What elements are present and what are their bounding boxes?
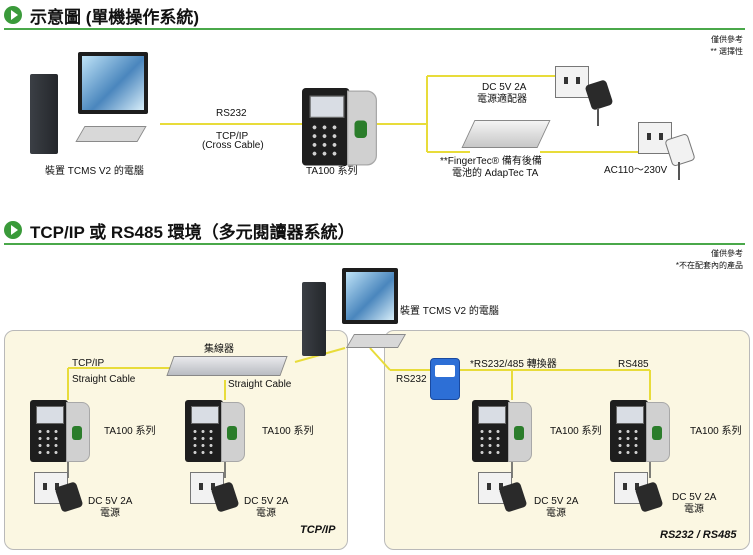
dc-label-line1: DC 5V 2A: [482, 82, 527, 93]
section2-rule: [4, 243, 745, 245]
adaptec-label-line1: **FingerTec® 備有後備: [440, 156, 542, 167]
power-label-3-line2: 電源: [546, 508, 566, 519]
power-label-1-line1: DC 5V 2A: [88, 496, 133, 507]
power-label-3-line1: DC 5V 2A: [534, 496, 579, 507]
pc-caption-top: 裝置 TCMS V2 的電腦: [45, 166, 144, 177]
plug-cable: [597, 108, 599, 126]
power-label-2-line1: DC 5V 2A: [244, 496, 289, 507]
power-label-1-line2: 電源: [100, 508, 120, 519]
section1-heading: 示意圖 (單機操作系統): [4, 3, 199, 27]
keyboard-icon: [345, 334, 407, 348]
terminal-top: [302, 88, 377, 166]
ac-voltage-label: AC110～230V: [604, 165, 668, 176]
tcpip-label-left: TCP/IP: [72, 358, 105, 369]
monitor-icon: [342, 268, 398, 324]
arrow-bullet-icon: [4, 221, 22, 239]
power-label-2-line2: 電源: [256, 508, 276, 519]
pc-top: [30, 52, 150, 157]
cross-cable-label: (Cross Cable): [202, 140, 264, 151]
converter-label: *RS232/485 轉換器: [470, 359, 557, 370]
section1-note-line1: 僅供參考: [711, 35, 743, 44]
section2-title: TCP/IP 或 RS485 環境（多元閱讀器系統）: [30, 222, 355, 242]
ta100-label-4: TA100 系列: [690, 426, 742, 437]
monitor-icon: [78, 52, 148, 114]
outlet-icon: [555, 66, 589, 98]
section2-note-line2: *不在配套內的產品: [675, 261, 743, 270]
dc-label-line2: 電源適配器: [477, 94, 527, 105]
ta100-label-3: TA100 系列: [550, 426, 602, 437]
rs485-label: RS485: [618, 359, 649, 370]
ta100-label-2: TA100 系列: [262, 426, 314, 437]
power-label-4-line2: 電源: [684, 504, 704, 515]
converter-icon: [430, 358, 460, 400]
tcpip-label-top: TCP/IP: [216, 131, 249, 142]
terminal-2: [185, 400, 245, 462]
section2-note: 僅供參考 *不在配套內的產品: [676, 248, 743, 272]
power-label-4-line1: DC 5V 2A: [672, 492, 717, 503]
section1-note-line2: ** 選擇性: [710, 47, 743, 56]
pc-bottom: [302, 268, 407, 358]
hub-label: 集線器: [204, 344, 234, 355]
terminal-1: [30, 400, 90, 462]
rs232-label-top: RS232: [216, 108, 247, 119]
fingerprint-scanner-icon: [354, 120, 367, 138]
adaptec-label-line2: 電池的 AdapTec TA: [452, 168, 539, 179]
straight-cable-right: Straight Cable: [228, 379, 292, 390]
ta100-label-1: TA100 系列: [104, 426, 156, 437]
panel-title-tcpip: TCP/IP: [300, 524, 336, 536]
panel-title-rs: RS232 / RS485: [660, 529, 737, 541]
pc-caption-bottom: 裝置 TCMS V2 的電腦: [400, 306, 499, 317]
ac-plug-cable: [678, 162, 680, 180]
section2-note-line1: 僅供參考: [711, 249, 743, 258]
section2-heading: TCP/IP 或 RS485 環境（多元閱讀器系統）: [4, 218, 355, 242]
rs232-label-bottom: RS232: [396, 374, 427, 385]
straight-cable-left: Straight Cable: [72, 374, 136, 385]
tower-icon: [302, 282, 326, 356]
terminal-4: [610, 400, 670, 462]
section1-rule: [4, 28, 745, 30]
tower-icon: [30, 74, 58, 154]
ta100-label-top: TA100 系列: [306, 166, 358, 177]
arrow-bullet-icon: [4, 6, 22, 24]
section1-note: 僅供參考 ** 選擇性: [711, 34, 743, 58]
hub-icon: [166, 356, 288, 376]
section1-title: 示意圖 (單機操作系統): [30, 7, 200, 27]
terminal-3: [472, 400, 532, 462]
